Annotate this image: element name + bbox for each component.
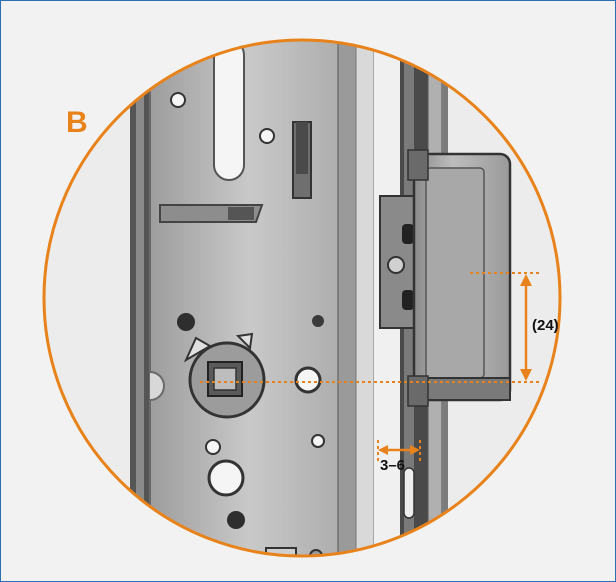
panel-label: B	[66, 106, 88, 139]
plate-slot	[213, 40, 245, 181]
magnifier-outline	[42, 38, 562, 558]
lock-mechanism	[44, 40, 560, 556]
dimension-gap-label: 3–6	[380, 457, 406, 474]
lock-plate	[149, 40, 351, 556]
dimension-height-label: (24)	[532, 317, 559, 334]
